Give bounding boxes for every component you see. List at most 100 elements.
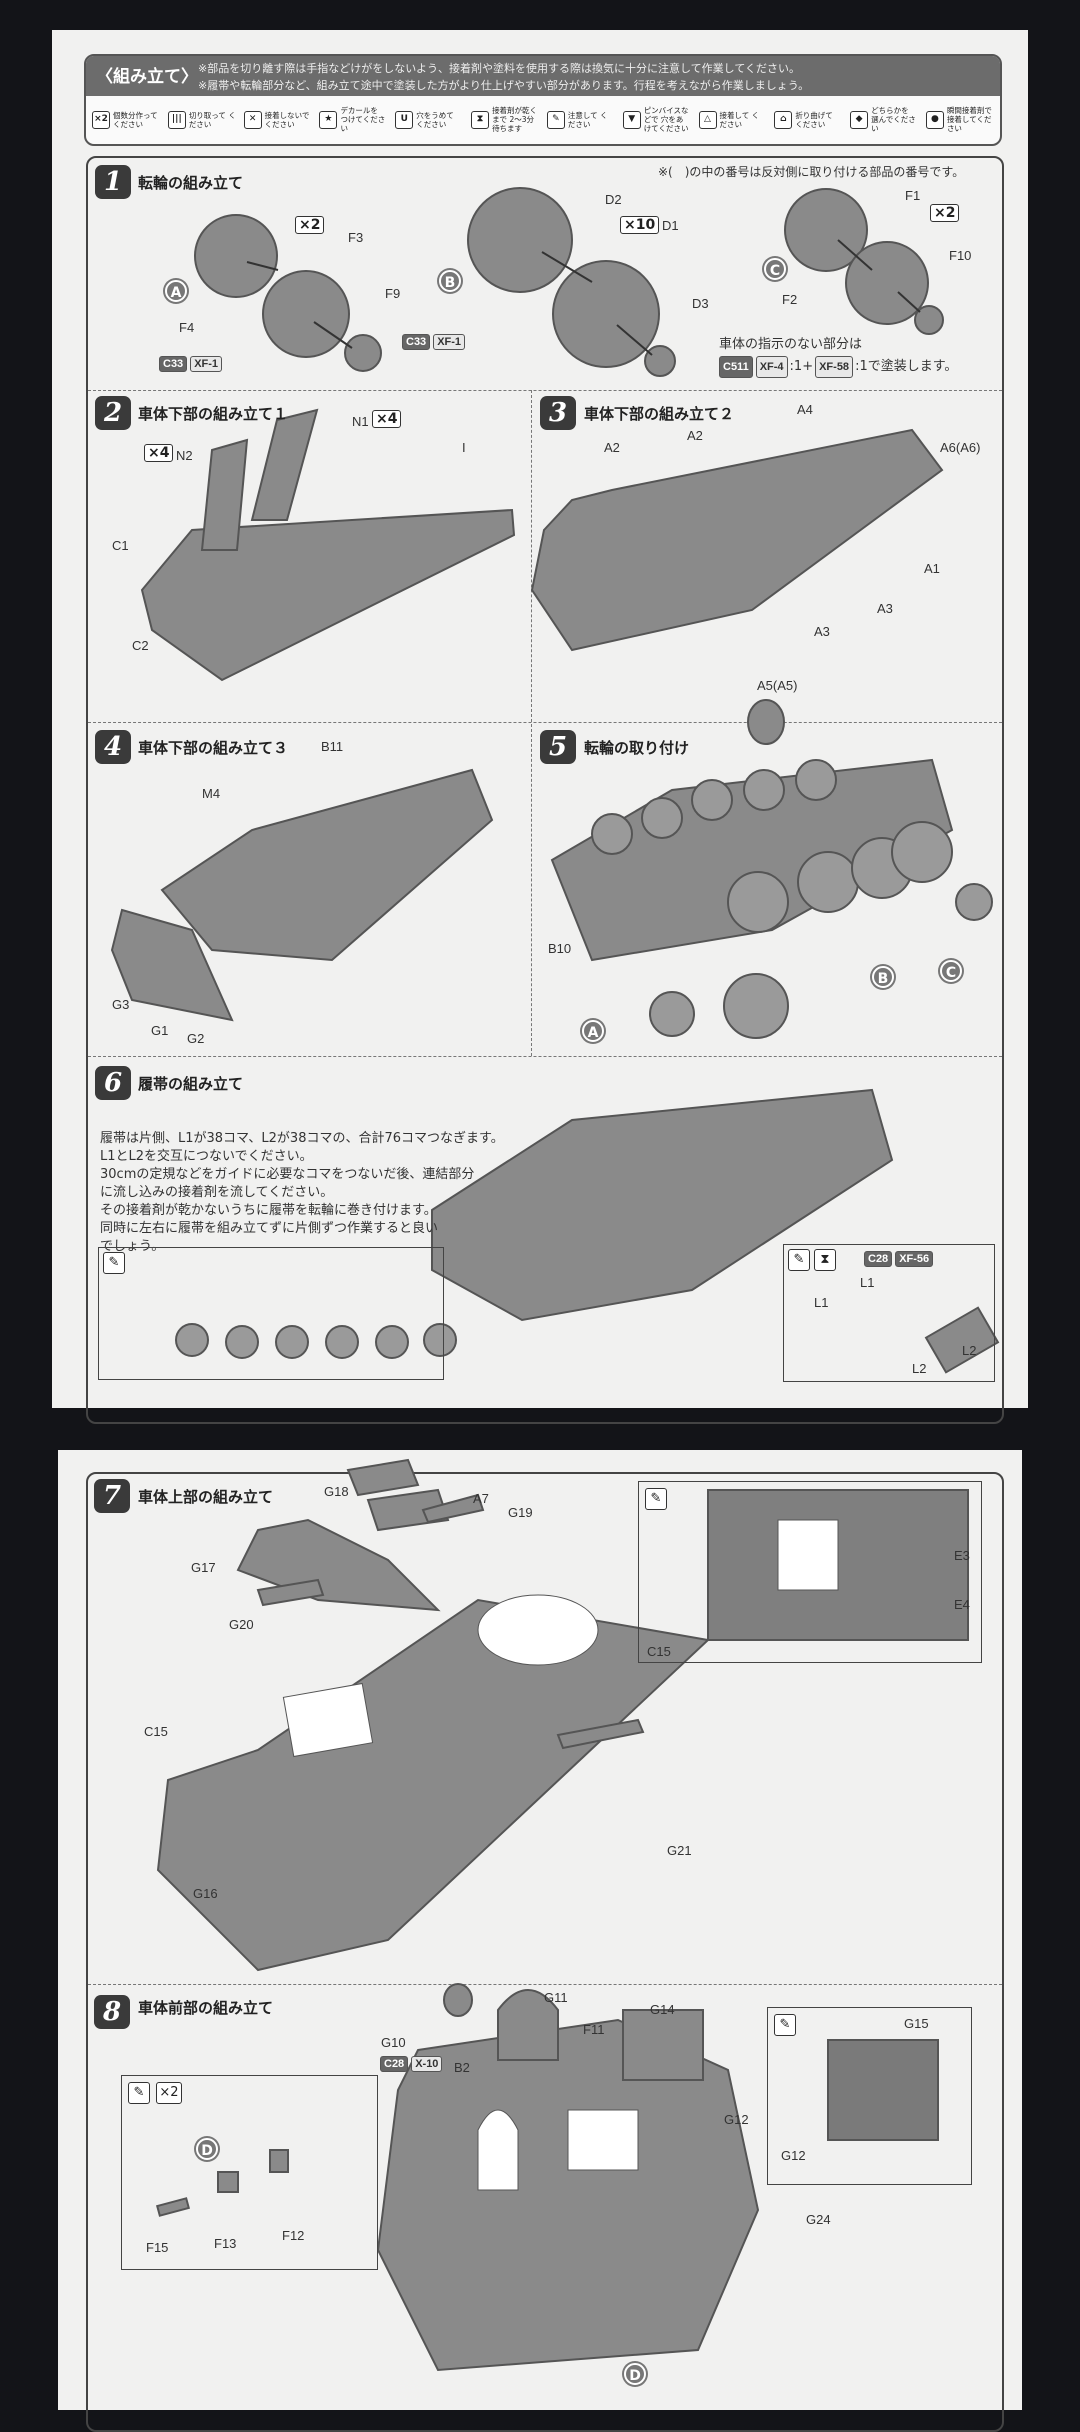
part-label: C15 (647, 1644, 671, 1659)
part-label: B2 (454, 2060, 470, 2075)
paint-note: 車体の指示のない部分は (719, 337, 863, 352)
choose-icon: ◆ (850, 110, 869, 129)
legend-item: △接着して ください (698, 106, 767, 133)
part-label: G12 (724, 2112, 749, 2127)
part-label: G10 (381, 2035, 406, 2050)
part-label: L1 (860, 1275, 875, 1290)
step-number: 8 (94, 1995, 130, 2029)
legend-item: ◆どちらかを 選んでください (850, 106, 918, 133)
quantity-badge: ×2 (295, 216, 325, 234)
part-label: B10 (548, 941, 572, 956)
step-title: 車体下部の組み立て１ (138, 405, 289, 423)
quantity-badge: ×10 (620, 216, 660, 234)
caution-icon: ✎ (103, 1252, 125, 1274)
subassembly-marker: D (624, 2363, 646, 2385)
divider (531, 390, 532, 1056)
part-label: F1 (905, 188, 921, 203)
decal-icon: ★ (319, 110, 338, 129)
part-label: A3 (877, 601, 893, 616)
part-label: N2 (176, 448, 193, 463)
part-label: A5(A5) (757, 678, 798, 693)
step-title: 履帯の組み立て (138, 1075, 244, 1093)
part-label: F3 (348, 230, 364, 245)
subassembly-marker: C (940, 960, 962, 982)
caution-icon: ✎ (774, 2014, 796, 2036)
cut-icon: ||| (167, 110, 186, 129)
step-number: 5 (540, 730, 576, 764)
header-band: 〈組み立て〉 ※部品を切り離す際は手指などけがをしないよう、接着剤や塗料を使用す… (86, 56, 1000, 96)
step-number: 1 (95, 165, 131, 199)
part-label: F12 (282, 2228, 305, 2243)
subassembly-marker: C (764, 258, 786, 280)
part-label: L2 (912, 1361, 927, 1376)
instruction-page-2: 7 車体上部の組み立て G18 A7 G19 G17 G20 C15 G16 G… (58, 1450, 1022, 2432)
part-label: A2 (687, 428, 703, 443)
part-label: A6(A6) (940, 440, 981, 455)
caution-icon: ✎ (788, 1249, 810, 1271)
legend-item: ●瞬間接着剤で 接着してください (925, 106, 994, 133)
part-label: E4 (954, 1597, 970, 1612)
step-title: 車体前部の組み立て (138, 1999, 274, 2017)
part-label: F2 (782, 292, 798, 307)
legend-item: |||切り取って ください (167, 106, 236, 133)
part-label: C15 (144, 1724, 168, 1739)
part-label: F11 (583, 2022, 605, 2037)
step-number: 7 (94, 1479, 130, 1513)
part-label: E3 (954, 1548, 970, 1563)
track-instructions: 履帯は片側、L1が38コマ、L2が38コマの、合計76コマつなぎます。 L1とL… (100, 1131, 504, 1254)
header-note-2: ※履帯や転輪部分など、組み立て途中で塗装した方がより仕上げやすい部分があります。… (198, 79, 810, 92)
step-number: 2 (95, 396, 131, 430)
part-label: I (462, 440, 466, 455)
caution-icon: ✎ (645, 1488, 667, 1510)
header-title: 〈組み立て〉 (96, 67, 198, 87)
part-label: N1 (352, 414, 369, 429)
divider (88, 1056, 1002, 1057)
part-label: G11 (544, 1990, 568, 2005)
super-glue-icon: ● (925, 110, 944, 129)
subassembly-marker: A (582, 1020, 604, 1042)
steps-frame (86, 156, 1004, 1424)
bend-icon: ⌂ (774, 110, 793, 129)
parts-illustrations (110, 187, 1000, 1374)
legend-item: ⧗接着剤が乾くまで 2〜3分待ちます (471, 106, 539, 133)
subassembly-marker: B (872, 966, 894, 988)
step-title: 転輪の組み立て (138, 174, 244, 192)
detail-inset: ✎ E3 E4 C15 (638, 1481, 982, 1663)
quantity-badge: ×2 (930, 204, 960, 222)
legend-item: ✕接着しないで ください (243, 106, 312, 133)
part-label: G2 (187, 1031, 205, 1046)
part-label: F10 (949, 248, 972, 263)
part-label: F9 (385, 286, 401, 301)
part-label: G3 (112, 997, 130, 1012)
part-label: G16 (193, 1886, 218, 1901)
part-label: C1 (112, 538, 129, 553)
part-label: G21 (667, 1843, 692, 1858)
part-label: F4 (179, 320, 195, 335)
hourglass-icon: ⧗ (814, 1249, 836, 1271)
part-label: B11 (321, 739, 344, 754)
divider (88, 390, 1002, 391)
part-label: G17 (191, 1560, 216, 1575)
step-number: 6 (95, 1066, 131, 1100)
instruction-page-1: 〈組み立て〉 ※部品を切り離す際は手指などけがをしないよう、接着剤や塗料を使用す… (52, 30, 1028, 1424)
legend-item: ⌂折り曲げて ください (774, 106, 842, 133)
part-label: A2 (604, 440, 620, 455)
subassembly-marker: B (439, 270, 461, 292)
no-glue-icon: ✕ (243, 110, 262, 129)
header-note-1: ※部品を切り離す際は手指などけがをしないよう、接着剤や塗料を使用する際は換気に十… (198, 62, 801, 75)
multiply-icon: ×2 (92, 110, 110, 129)
part-label: L1 (814, 1295, 829, 1310)
subassembly-marker: D (196, 2138, 218, 2160)
divider (88, 722, 1002, 723)
part-label: D2 (605, 192, 622, 207)
step-note: ※( )の中の番号は反対側に取り付ける部品の番号です。 (658, 165, 965, 179)
part-label: G15 (904, 2016, 929, 2031)
detail-inset: ✎ G15 G12 (767, 2007, 972, 2185)
divider (88, 1984, 1002, 1985)
